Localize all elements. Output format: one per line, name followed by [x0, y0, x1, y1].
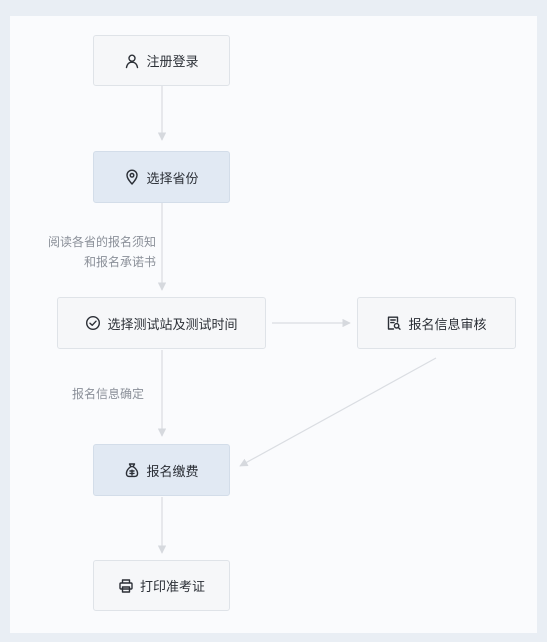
node-review[interactable]: 报名信息审核	[357, 297, 516, 349]
node-province-label: 选择省份	[146, 171, 199, 187]
edge-label-station-to-payment: 报名信息确定	[71, 387, 144, 401]
edge-label-line-1: 阅读各省的报名须知	[47, 235, 156, 249]
location-pin-icon	[124, 169, 140, 185]
node-payment-label: 报名缴费	[146, 464, 199, 480]
node-province[interactable]: 选择省份	[93, 151, 230, 203]
node-station[interactable]: 选择测试站及测试时间	[57, 297, 266, 349]
node-register[interactable]: 注册登录	[93, 35, 230, 86]
check-circle-icon	[85, 315, 101, 331]
user-icon	[124, 53, 140, 69]
node-station-label: 选择测试站及测试时间	[107, 317, 238, 333]
node-ticket[interactable]: 打印准考证	[93, 560, 230, 611]
node-review-label: 报名信息审核	[408, 317, 487, 333]
document-search-icon	[386, 315, 402, 331]
edge-label-line-2: 和报名承诺书	[83, 255, 156, 269]
node-ticket-label: 打印准考证	[139, 580, 205, 595]
money-bag-icon	[124, 462, 140, 478]
edge-label-province-to-station: 阅读各省的报名须知 和报名承诺书	[18, 232, 156, 272]
node-payment[interactable]: 报名缴费	[93, 444, 230, 496]
node-register-label: 注册登录	[146, 55, 199, 70]
printer-icon	[118, 578, 134, 594]
arrow-review-to-payment	[239, 357, 437, 467]
